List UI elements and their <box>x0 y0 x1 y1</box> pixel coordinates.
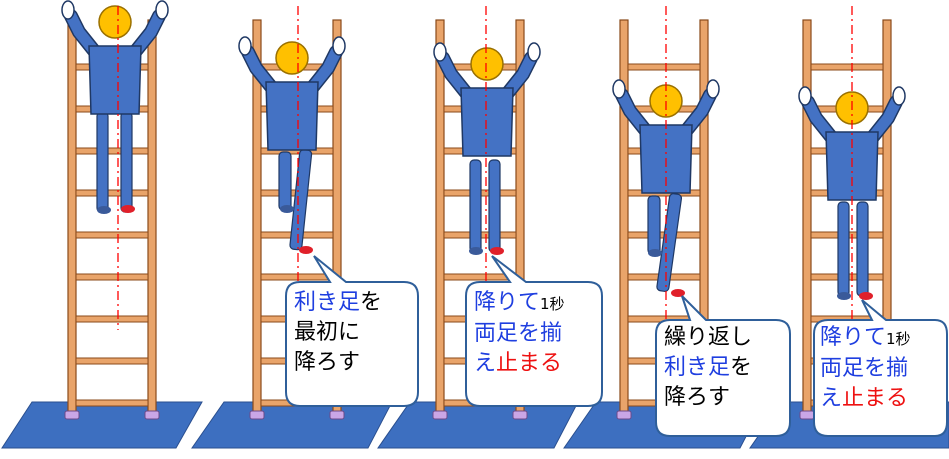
callout-3-line-1: 繰り返し <box>664 325 753 350</box>
callout-1: 利き足を 最初に 降ろす <box>286 283 418 406</box>
callout-1-line-2: 最初に <box>294 320 361 345</box>
callout-4-stop: 止まる <box>842 386 909 411</box>
callout-2-line-2: 両足を揃 <box>474 321 563 346</box>
figure-panel-2 <box>239 37 345 254</box>
callout-3: 繰り返し 利き足を 降ろす <box>656 321 790 436</box>
figure-panel-4 <box>613 80 719 297</box>
callout-2-descend: 降りて <box>474 290 541 315</box>
callout-4: 降りて1秒 両足を揃 え止まる <box>814 321 947 436</box>
figure-panel-1 <box>62 1 168 214</box>
callout-1-dominant-foot: 利き足 <box>294 290 361 315</box>
callout-1-line-3: 降ろす <box>294 350 361 375</box>
callout-shapes <box>285 255 948 437</box>
callout-2-stop: 止まる <box>496 351 563 376</box>
center-lines <box>117 6 853 330</box>
callout-3-dominant-foot: 利き足 <box>664 355 731 380</box>
callout-4-descend: 降りて <box>820 325 887 350</box>
callout-3-line-3: 降ろす <box>664 385 731 410</box>
callout-4-line-2: 両足を揃 <box>820 356 909 381</box>
figure-panel-3 <box>434 43 540 255</box>
callout-2: 降りて1秒 両足を揃 え止まる <box>466 283 602 406</box>
figure-panel-5 <box>799 87 905 300</box>
